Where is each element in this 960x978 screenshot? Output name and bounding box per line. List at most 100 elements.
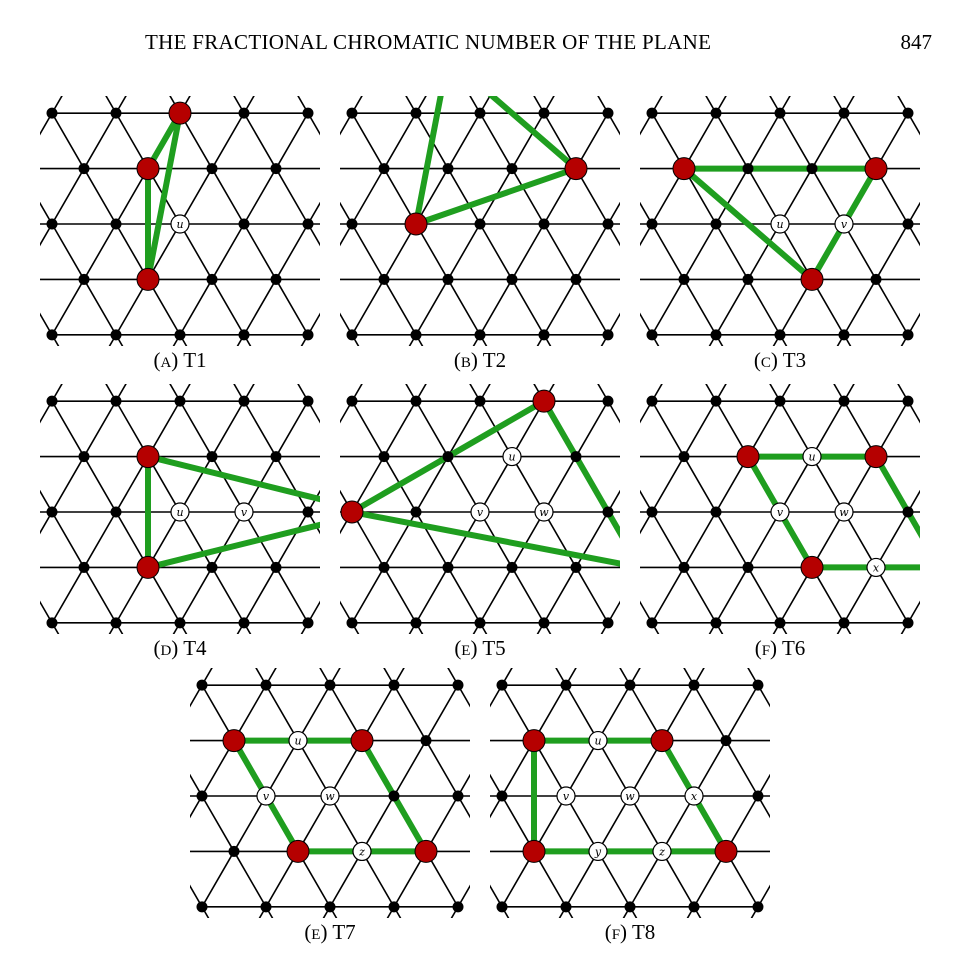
lattice-edge xyxy=(607,112,620,136)
figure-t1-caption: (a) T1 xyxy=(40,348,320,373)
lattice-edge xyxy=(457,773,470,797)
lattice-edge xyxy=(479,384,491,402)
vertex-label: v xyxy=(477,506,484,519)
lattice-edge xyxy=(693,668,705,686)
lattice-edge xyxy=(383,668,395,686)
lattice-edge xyxy=(243,279,277,336)
figure-t5-caption-label: (e) xyxy=(454,636,478,660)
lattice-edge xyxy=(683,223,717,280)
lattice-edge xyxy=(243,168,277,225)
lattice-vertex xyxy=(710,506,722,518)
lattice-edge xyxy=(415,456,449,513)
lattice-edge xyxy=(322,906,331,918)
lattice-vertex xyxy=(346,107,358,119)
lattice-edge xyxy=(708,334,717,346)
lattice-edge xyxy=(190,884,203,908)
lattice-edge xyxy=(715,511,749,568)
figure-t7-caption: (e) T7 xyxy=(190,920,470,945)
lattice-edge xyxy=(201,851,235,908)
lattice-edge xyxy=(565,795,599,852)
lattice-vertex xyxy=(506,561,518,573)
lattice-edge xyxy=(179,334,188,346)
lattice-edge xyxy=(725,684,759,741)
vertex-label: x xyxy=(873,561,880,574)
lattice-vertex xyxy=(324,901,336,913)
labeled-vertex xyxy=(288,730,308,751)
lattice-edge xyxy=(640,201,653,225)
lattice-vertex xyxy=(902,107,914,119)
red-vertex xyxy=(136,267,160,291)
lattice-vertex xyxy=(302,617,314,629)
lattice-vertex xyxy=(646,395,658,407)
lattice-vertex xyxy=(742,273,754,285)
lattice-edge xyxy=(640,223,653,247)
labeled-vertex xyxy=(770,502,790,522)
lattice-edge xyxy=(479,279,513,336)
lattice-vertex xyxy=(442,451,454,463)
vertex-label: v xyxy=(777,506,784,519)
lattice-edge xyxy=(725,740,759,797)
lattice-edge xyxy=(105,384,117,402)
lattice-vertex xyxy=(624,679,636,691)
highlight-cycle xyxy=(413,96,579,227)
lattice-vertex xyxy=(902,218,914,230)
vertex-label: z xyxy=(658,845,665,858)
lattice-edge xyxy=(693,906,702,918)
lattice-edge xyxy=(907,223,920,247)
figure-t1-caption-name: T1 xyxy=(183,348,207,372)
lattice-edge xyxy=(190,795,203,819)
lattice-edge xyxy=(607,312,620,336)
lattice-edge xyxy=(211,567,245,624)
lattice-edge xyxy=(415,384,427,402)
lattice-edge xyxy=(383,279,417,336)
highlight-cycle xyxy=(349,398,620,567)
lattice-edge xyxy=(501,668,513,686)
lattice-edge xyxy=(408,334,417,346)
figure-t5-caption-name: T5 xyxy=(482,636,506,660)
lattice-edge xyxy=(83,279,117,336)
lattice-edge xyxy=(769,96,781,114)
lattice-edge xyxy=(307,312,320,336)
lattice-edge xyxy=(447,400,481,457)
figure-t6-caption-label: (f) xyxy=(754,636,778,660)
lattice-vertex xyxy=(196,790,208,802)
lattice-edge xyxy=(779,96,791,114)
figure-t2-caption-label: (b) xyxy=(453,348,478,372)
lattice-vertex xyxy=(752,790,764,802)
lattice-vertex xyxy=(238,107,250,119)
lattice-vertex xyxy=(538,107,550,119)
lattice-edge xyxy=(300,622,309,634)
labeled-vertex xyxy=(502,446,522,467)
lattice-vertex xyxy=(442,273,454,285)
lattice-edge xyxy=(425,740,459,797)
lattice-vertex xyxy=(774,395,786,407)
lattice-edge xyxy=(329,906,338,918)
lattice-edge xyxy=(297,384,309,402)
figure-t1-caption-label: (a) xyxy=(153,348,179,372)
lattice-edge xyxy=(651,384,663,402)
lattice-edge xyxy=(383,112,417,169)
lattice-edge xyxy=(40,400,53,424)
lattice-edge xyxy=(629,906,638,918)
lattice-edge xyxy=(640,511,653,535)
lattice-vertex xyxy=(410,506,422,518)
lattice-edge xyxy=(415,567,449,624)
lattice-edge xyxy=(757,795,770,819)
figure-t3-caption-name: T3 xyxy=(782,348,807,372)
lattice-edge xyxy=(307,201,320,225)
lattice-edge xyxy=(447,456,481,513)
lattice-vertex xyxy=(442,163,454,175)
lattice-edge xyxy=(319,668,331,686)
lattice-edge xyxy=(607,600,620,624)
lattice-vertex xyxy=(870,273,882,285)
lattice-edge xyxy=(340,201,353,225)
lattice-edge xyxy=(715,279,749,336)
lattice-edge xyxy=(640,489,653,513)
lattice-edge xyxy=(243,112,277,169)
lattice-vertex xyxy=(678,561,690,573)
lattice-edge xyxy=(179,622,188,634)
labeled-vertex xyxy=(534,502,554,522)
lattice-edge xyxy=(511,511,545,568)
